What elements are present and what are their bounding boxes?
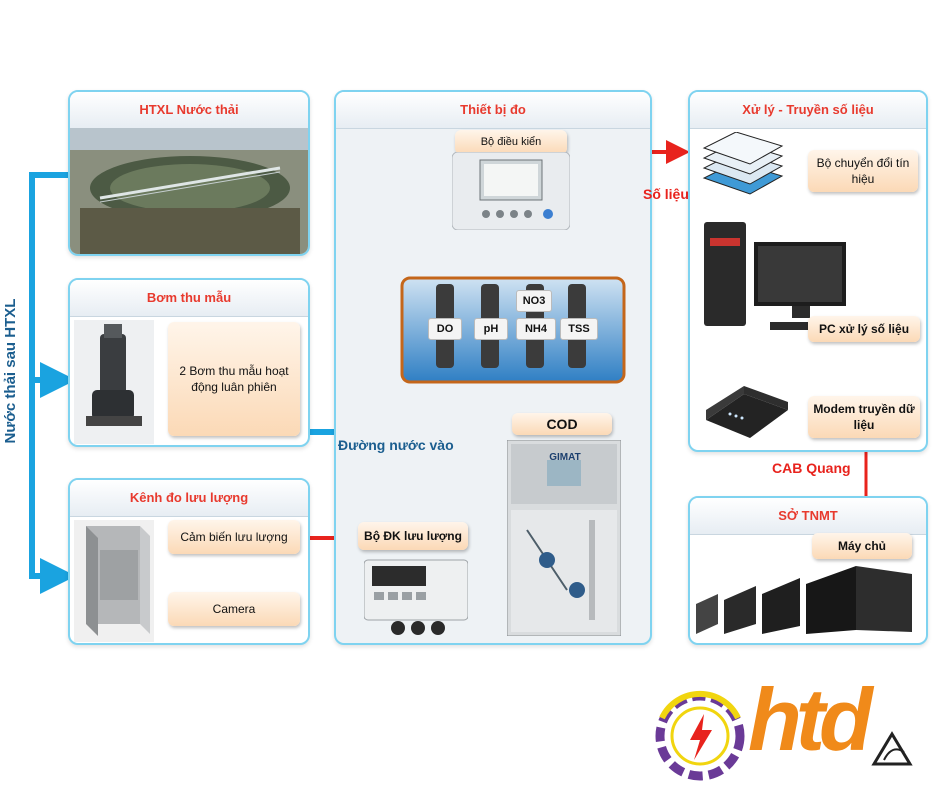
fiber-label: CAB Quang <box>772 460 851 476</box>
treatment-plant-photo <box>70 128 308 254</box>
submersible-pump-image <box>74 320 154 444</box>
flow-controller-device-image <box>364 559 468 635</box>
pump-panel-title: Bơm thu mẫu <box>146 290 232 305</box>
device-panel-title: Thiết bị đo <box>460 102 526 117</box>
htxl-panel-title: HTXL Nước thải <box>139 102 239 117</box>
server-racks-image <box>696 566 912 634</box>
converter-box: Bộ chuyển đổi tín hiệu <box>808 150 918 192</box>
probe-no3-tag: NO3 <box>516 290 552 312</box>
flow-panel-title: Kênh đo lưu lượng <box>129 490 249 505</box>
gimat-brand: GIMAT <box>549 452 581 463</box>
flow-channel-image <box>74 520 154 642</box>
pc-box: PC xử lý số liệu <box>808 316 920 342</box>
probe-nh4-tag: NH4 <box>516 318 556 340</box>
logo-mark <box>871 731 913 766</box>
camera-text: Camera <box>212 602 256 616</box>
camera-box: Camera <box>168 592 300 626</box>
blue-trunk-line <box>29 172 76 594</box>
side-label: Nước thải sau HTXL <box>2 298 19 444</box>
process-panel-header <box>690 92 926 129</box>
controller-label-text: Bộ điều kiển <box>480 136 542 148</box>
device-panel-header <box>336 92 650 129</box>
cod-label: COD <box>512 413 612 435</box>
htxl-panel: HTXL Nước thải <box>68 90 310 256</box>
controller-label: Bộ điều kiển <box>455 130 567 154</box>
flow-panel: Kênh đo lưu lượng Cảm biến lưu lượng Cam… <box>68 478 310 645</box>
logo-text: htd <box>748 670 873 769</box>
flow-controller-text: Bộ ĐK lưu lượng <box>364 529 462 543</box>
probe-tss-tag: TSS <box>560 318 598 340</box>
pc-text: PC xử lý số liệu <box>818 322 910 336</box>
pump-note-text: 2 Bơm thu mẫu hoạt động luân phiên <box>179 364 289 394</box>
probe-do-tag: DO <box>428 318 462 340</box>
cod-analyzer-cabinet <box>507 440 621 636</box>
probe-tank <box>400 276 626 384</box>
converter-text: Bộ chuyển đổi tín hiệu <box>816 156 910 186</box>
server-box: Máy chủ <box>812 533 912 559</box>
stacked-converters-image <box>702 132 784 195</box>
pump-note: 2 Bơm thu mẫu hoạt động luân phiên <box>168 322 300 436</box>
flow-controller-label: Bộ ĐK lưu lượng <box>358 522 468 550</box>
probe-ph-tag: pH <box>474 318 508 340</box>
controller-device-image <box>452 152 570 230</box>
modem-text: Modem truyền dữ liệu <box>813 402 915 432</box>
modem-image <box>706 386 788 438</box>
so-tnmt-panel-header <box>690 498 926 535</box>
pc-image <box>704 222 846 330</box>
flow-sensor-box: Cảm biến lưu lượng <box>168 520 300 554</box>
pump-panel-header <box>70 280 308 317</box>
data-label: Số liệu <box>643 186 689 202</box>
process-panel-title: Xử lý - Truyền số liệu <box>742 102 874 117</box>
water-inlet-label: Đường nước vào <box>338 437 454 453</box>
server-text: Máy chủ <box>837 539 886 553</box>
pump-panel: Bơm thu mẫu 2 Bơm thu mẫu hoạt động luân… <box>68 278 310 447</box>
flow-sensor-text: Cảm biến lưu lượng <box>180 530 288 544</box>
so-tnmt-panel-title: SỞ TNMT <box>778 508 838 523</box>
flow-panel-header <box>70 480 308 517</box>
modem-box: Modem truyền dữ liệu <box>808 396 920 438</box>
cod-label-text: COD <box>546 416 578 432</box>
logo-emblem <box>655 690 745 781</box>
